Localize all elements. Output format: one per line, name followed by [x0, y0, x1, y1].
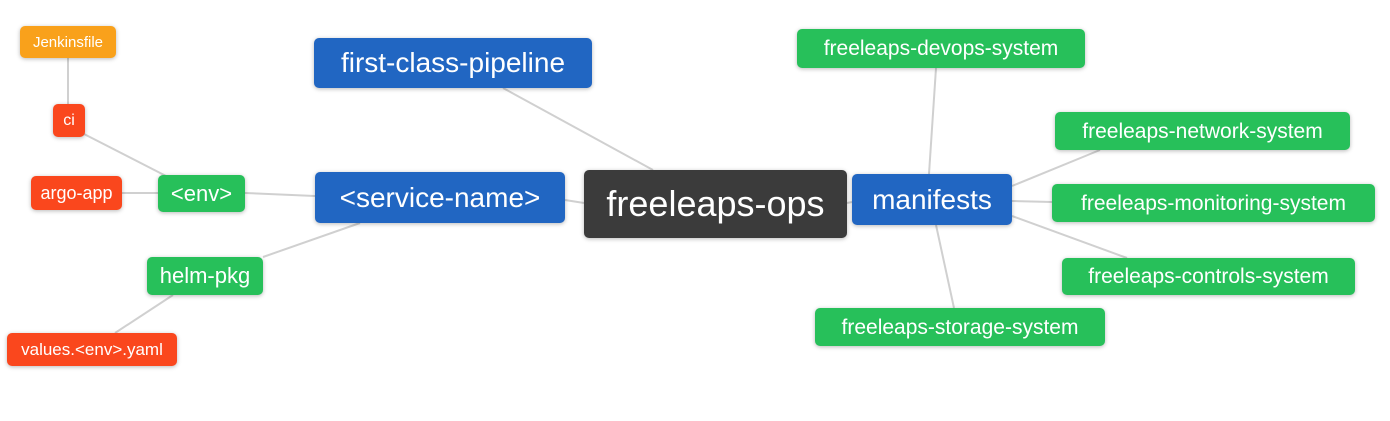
edge-manifests-storage-system	[935, 224, 955, 309]
node-freeleaps-ops[interactable]: freeleaps-ops	[584, 170, 847, 238]
node-first-class-pipeline[interactable]: first-class-pipeline	[314, 38, 592, 88]
edge-manifests-controls-system	[1011, 215, 1128, 259]
node-network-system[interactable]: freeleaps-network-system	[1055, 112, 1350, 150]
node-ci[interactable]: ci	[53, 104, 85, 137]
edge-service-name-helm-pkg	[262, 222, 361, 258]
edge-freeleaps-ops-manifests	[846, 201, 853, 204]
edge-helm-pkg-values-env-yaml	[114, 294, 174, 334]
node-controls-system[interactable]: freeleaps-controls-system	[1062, 258, 1355, 295]
node-service-name[interactable]: <service-name>	[315, 172, 565, 223]
node-argo-app[interactable]: argo-app	[31, 176, 122, 210]
node-devops-system[interactable]: freeleaps-devops-system	[797, 29, 1085, 68]
node-manifests[interactable]: manifests	[852, 174, 1012, 225]
edge-service-name-freeleaps-ops	[564, 199, 585, 204]
edge-env-service-name	[244, 192, 316, 197]
node-helm-pkg[interactable]: helm-pkg	[147, 257, 263, 295]
node-jenkinsfile[interactable]: Jenkinsfile	[20, 26, 116, 58]
node-storage-system[interactable]: freeleaps-storage-system	[815, 308, 1105, 346]
edge-manifests-devops-system	[928, 67, 937, 175]
edge-ci-env	[83, 133, 169, 178]
node-env[interactable]: <env>	[158, 175, 245, 212]
node-monitoring-system[interactable]: freeleaps-monitoring-system	[1052, 184, 1375, 222]
edge-first-class-pipeline-freeleaps-ops	[502, 87, 654, 171]
edge-manifests-network-system	[1011, 149, 1101, 187]
node-values-env-yaml[interactable]: values.<env>.yaml	[7, 333, 177, 366]
edge-manifests-monitoring-system	[1011, 200, 1053, 203]
